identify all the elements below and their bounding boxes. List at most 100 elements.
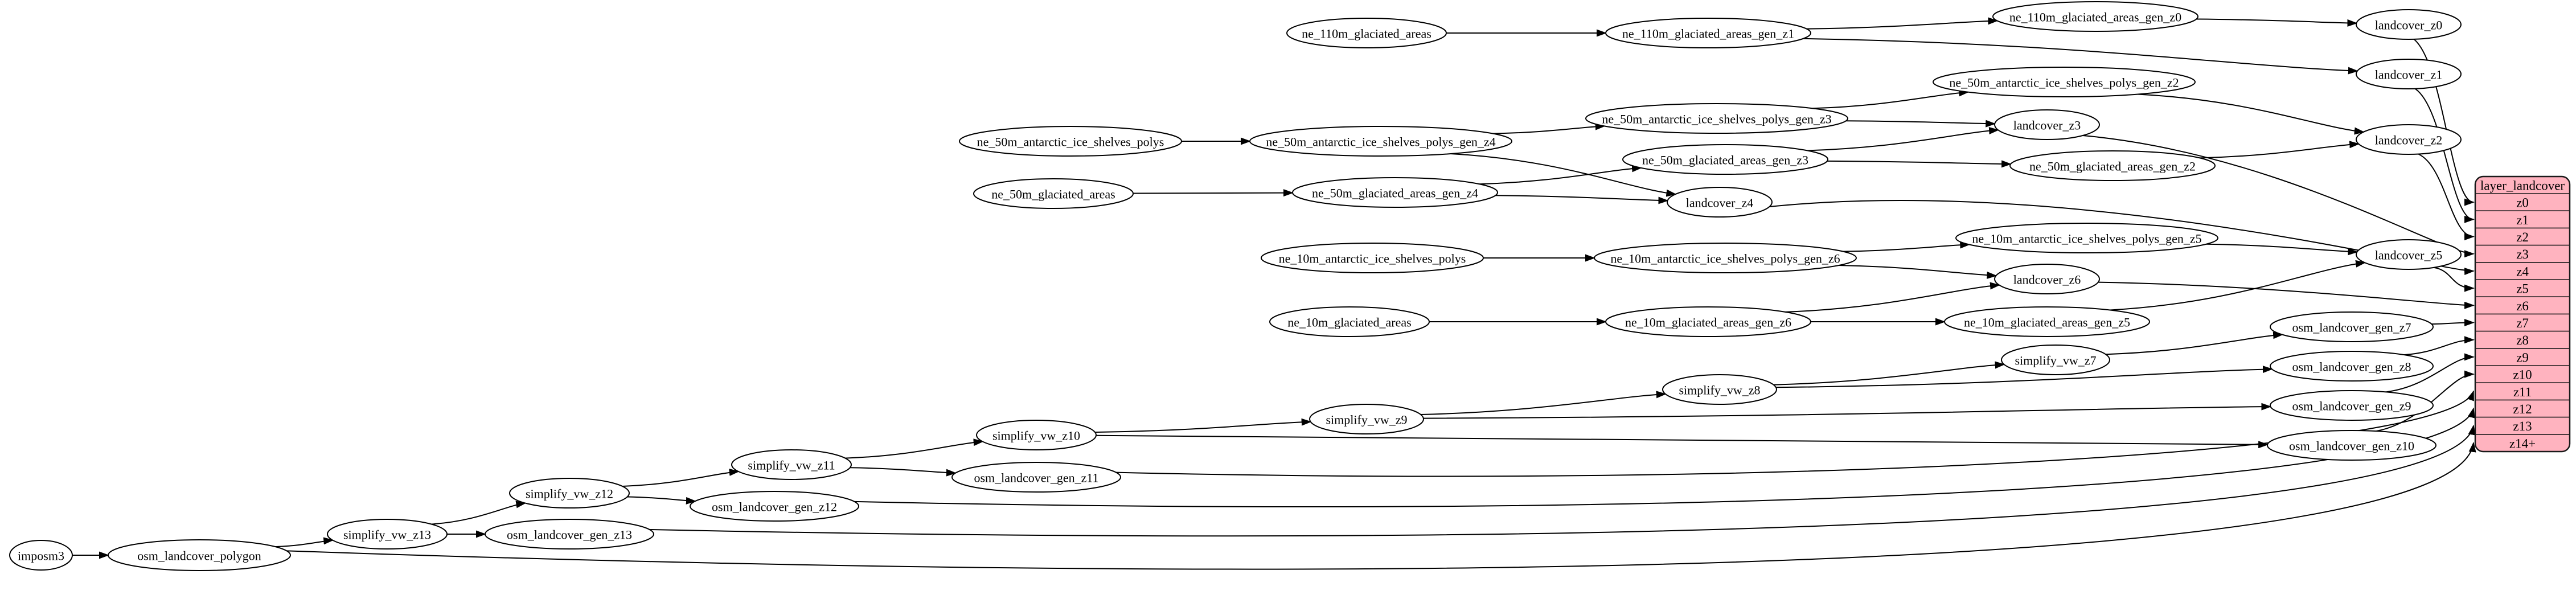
layer-table-row-z2: z2: [2516, 230, 2529, 244]
node-ellipse: [976, 420, 1097, 450]
node-ne_10m_glaciated_areas_gen_z6: ne_10m_glaciated_areas_gen_z6: [1605, 306, 1811, 337]
layer-table-row-z7: z7: [2516, 316, 2529, 330]
node-label: ne_50m_antarctic_ice_shelves_polys: [977, 135, 1164, 149]
edge-osm_landcover_gen_z11--layer_landcover-z11: [1116, 390, 2474, 477]
edge-simplify_vw_z12--simplify_vw_z11: [622, 468, 740, 487]
node-label: ne_10m_antarctic_ice_shelves_polys: [1279, 252, 1466, 266]
layer-table-title: layer_landcover: [2480, 179, 2565, 193]
layer-table-row-z8: z8: [2516, 333, 2529, 347]
edge-ne_110m_glaciated_areas_gen_z0--landcover_z0: [2196, 18, 2358, 27]
node-simplify_vw_z12: simplify_vw_z12: [509, 478, 630, 509]
edges-layer: [72, 17, 2476, 570]
node-ellipse: [1992, 1, 2198, 32]
node-label: ne_10m_antarctic_ice_shelves_polys_gen_z…: [1972, 232, 2201, 246]
edge-simplify_vw_z9--simplify_vw_z8: [1421, 391, 1667, 415]
node-ellipse: [959, 126, 1182, 157]
node-landcover_z6: landcover_z6: [1994, 264, 2100, 294]
node-ellipse: [2356, 9, 2462, 40]
node-ellipse: [1667, 187, 1773, 218]
node-label: osm_landcover_gen_z7: [2292, 321, 2411, 335]
node-label: ne_10m_glaciated_areas: [1287, 315, 1411, 330]
edge-osm_landcover_gen_z7--layer_landcover-z7: [2431, 319, 2475, 327]
node-label: osm_landcover_gen_z11: [974, 471, 1098, 485]
node-label: landcover_z5: [2375, 248, 2443, 263]
node-ne_110m_glaciated_areas_gen_z0: ne_110m_glaciated_areas_gen_z0: [1992, 1, 2198, 32]
node-label: osm_landcover_gen_z9: [2292, 399, 2411, 413]
edge-ne_50m_glaciated_areas_gen_z4--ne_50m_glaciated_areas_gen_z3: [1479, 165, 1642, 185]
node-label: ne_110m_glaciated_areas: [1302, 27, 1431, 41]
node-ne_50m_antarctic_ice_shelves_polys_gen_z2: ne_50m_antarctic_ice_shelves_polys_gen_z…: [1933, 67, 2196, 97]
node-ne_50m_glaciated_areas_gen_z4: ne_50m_glaciated_areas_gen_z4: [1292, 177, 1498, 208]
node-label: simplify_vw_z8: [1679, 383, 1761, 397]
node-label: ne_50m_glaciated_areas_gen_z3: [1642, 153, 1808, 167]
node-landcover_z3: landcover_z3: [1994, 109, 2100, 140]
node-ne_50m_antarctic_ice_shelves_polys_gen_z4: ne_50m_antarctic_ice_shelves_polys_gen_z…: [1249, 126, 1512, 157]
node-label: simplify_vw_z13: [343, 528, 431, 542]
node-label: osm_landcover_polygon: [137, 549, 261, 563]
edge-ne_110m_glaciated_areas_gen_z1--ne_110m_glaciated_areas_gen_z0: [1806, 17, 1999, 30]
node-ne_110m_glaciated_areas: ne_110m_glaciated_areas: [1286, 18, 1447, 48]
node-label: osm_landcover_gen_z8: [2292, 360, 2411, 374]
node-ellipse: [2356, 124, 2462, 155]
node-ellipse: [951, 462, 1121, 493]
node-ne_10m_antarctic_ice_shelves_polys_gen_z5: ne_10m_antarctic_ice_shelves_polys_gen_z…: [1955, 223, 2218, 253]
edge-osm_landcover_gen_z13--layer_landcover-z13: [649, 424, 2476, 537]
node-label: imposm3: [18, 549, 64, 563]
node-ellipse: [9, 540, 73, 571]
node-landcover_z0: landcover_z0: [2356, 9, 2462, 40]
node-label: ne_10m_antarctic_ice_shelves_polys_gen_z…: [1610, 252, 1840, 266]
edge-ne_50m_antarctic_ice_shelves_polys_gen_z4--landcover_z4: [1450, 153, 1677, 197]
edge-ne_10m_antarctic_ice_shelves_polys_gen_z5--landcover_z5: [2206, 243, 2358, 256]
node-ne_10m_antarctic_ice_shelves_polys_gen_z6: ne_10m_antarctic_ice_shelves_polys_gen_z…: [1594, 243, 1857, 273]
node-ellipse: [2270, 390, 2434, 421]
layer-table-row-z4: z4: [2516, 264, 2529, 278]
edge-simplify_vw_z7--osm_landcover_gen_z7: [2105, 331, 2284, 355]
node-label: ne_110m_glaciated_areas_gen_z0: [2009, 10, 2181, 24]
node-ellipse: [1261, 243, 1484, 273]
edge-simplify_vw_z11--osm_landcover_gen_z11: [850, 467, 957, 477]
layer-table-row-z3: z3: [2516, 247, 2529, 261]
table-layer: layer_landcoverz0z1z2z3z4z5z6z7z8z9z10z1…: [2474, 175, 2571, 453]
node-label: ne_50m_antarctic_ice_shelves_polys_gen_z…: [1266, 135, 1495, 149]
layer-table-row-z14+: z14+: [2509, 436, 2536, 450]
node-osm_landcover_gen_z13: osm_landcover_gen_z13: [485, 519, 654, 550]
node-label: ne_50m_glaciated_areas_gen_z4: [1312, 186, 1478, 200]
node-ellipse: [1994, 109, 2100, 140]
node-label: landcover_z6: [2013, 273, 2081, 287]
node-label: landcover_z0: [2375, 18, 2443, 32]
edge-simplify_vw_z13--simplify_vw_z12: [431, 501, 527, 525]
node-osm_landcover_gen_z10: osm_landcover_gen_z10: [2267, 430, 2436, 461]
node-ne_50m_glaciated_areas_gen_z3: ne_50m_glaciated_areas_gen_z3: [1622, 144, 1828, 175]
node-label: simplify_vw_z9: [1326, 413, 1408, 427]
node-ellipse: [2356, 239, 2462, 270]
node-ellipse: [2270, 351, 2434, 382]
edge-ne_50m_antarctic_ice_shelves_polys_gen_z4--ne_50m_antarctic_ice_shelves_polys_gen_z3: [1493, 122, 1606, 134]
edge-osm_landcover_gen_z10--layer_landcover-z10: [2376, 370, 2475, 432]
node-ne_110m_glaciated_areas_gen_z1: ne_110m_glaciated_areas_gen_z1: [1605, 18, 1811, 48]
node-simplify_vw_z7: simplify_vw_z7: [2001, 345, 2110, 375]
node-ellipse: [690, 491, 859, 522]
edge-ne_50m_antarctic_ice_shelves_polys_gen_z2--landcover_z2: [2137, 93, 2365, 135]
node-label: ne_110m_glaciated_areas_gen_z1: [1622, 27, 1794, 41]
node-ne_50m_antarctic_ice_shelves_polys: ne_50m_antarctic_ice_shelves_polys: [959, 126, 1182, 157]
node-ellipse: [1269, 306, 1430, 337]
node-simplify_vw_z10: simplify_vw_z10: [976, 420, 1097, 450]
node-ellipse: [108, 539, 291, 571]
node-simplify_vw_z8: simplify_vw_z8: [1662, 374, 1777, 405]
node-ellipse: [1955, 223, 2218, 253]
node-ellipse: [2001, 345, 2110, 375]
edge-landcover_z5--layer_landcover-z5: [2433, 266, 2475, 292]
node-ellipse: [1662, 374, 1777, 405]
edge-landcover_z2--layer_landcover-z2: [2418, 153, 2475, 240]
node-simplify_vw_z9: simplify_vw_z9: [1309, 404, 1424, 434]
edge-ne_50m_glaciated_areas--ne_50m_glaciated_areas_gen_z4: [1133, 189, 1294, 197]
node-label: simplify_vw_z7: [2015, 354, 2097, 368]
edge-simplify_vw_z12--osm_landcover_gen_z12: [627, 496, 696, 505]
edge-ne_110m_glaciated_areas_gen_z1--landcover_z1: [1803, 38, 2358, 75]
edge-osm_landcover_gen_z12--layer_landcover-z12: [854, 407, 2475, 508]
edge-ne_10m_glaciated_areas_gen_z5--landcover_z5: [2110, 260, 2366, 311]
node-osm_landcover_gen_z12: osm_landcover_gen_z12: [690, 491, 859, 522]
node-label: ne_10m_glaciated_areas_gen_z5: [1964, 315, 2130, 330]
node-ellipse: [509, 478, 630, 509]
